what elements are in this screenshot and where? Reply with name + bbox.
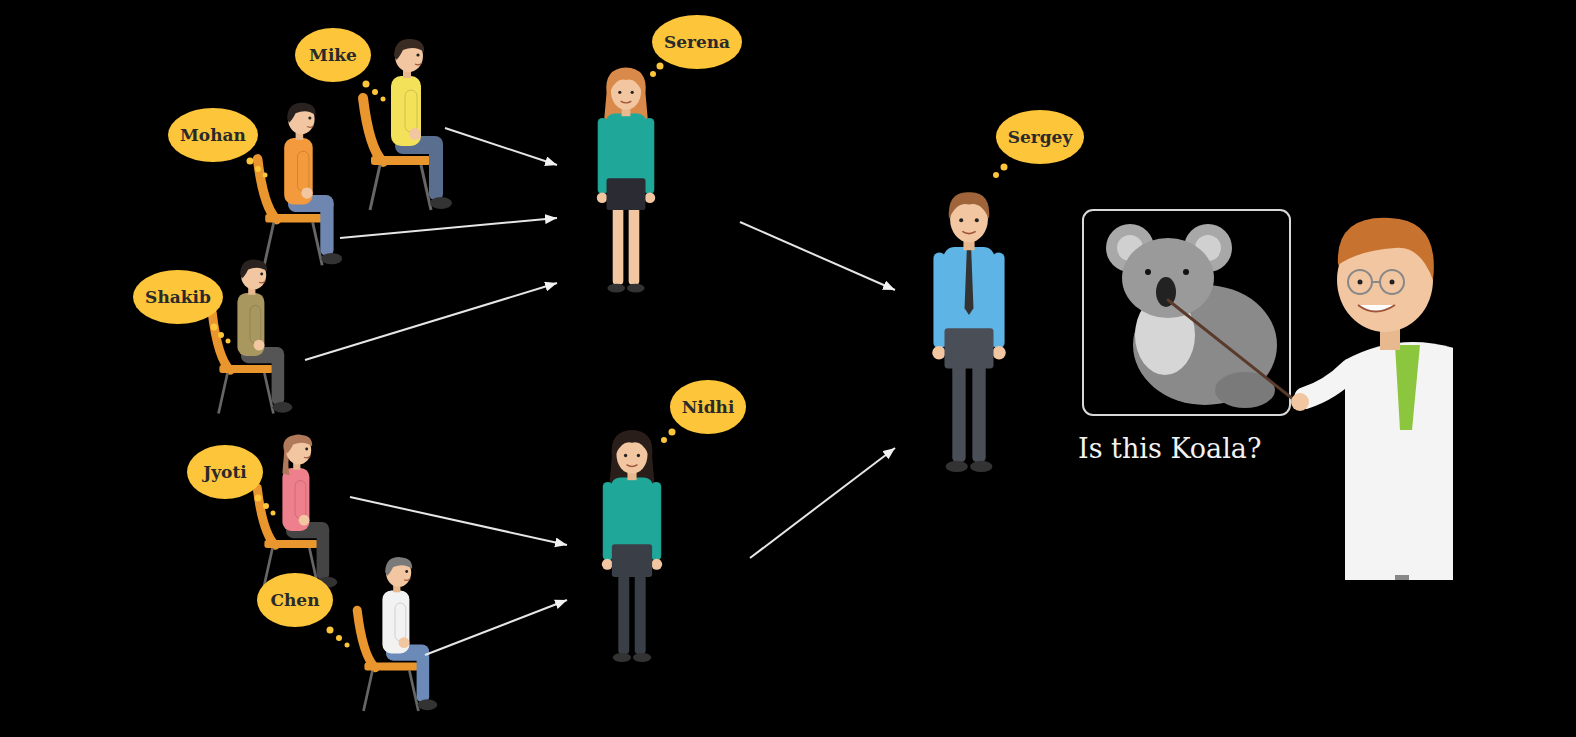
arrow-connector: [750, 448, 895, 558]
person-name: Nidhi: [682, 397, 735, 417]
person-node: Shakib: [138, 268, 305, 423]
arrow-connector: [340, 218, 557, 238]
person-name: Mohan: [180, 125, 246, 145]
person-node: Chen: [255, 570, 425, 715]
name-bubble: Nidhi: [670, 380, 747, 434]
arrow-connector: [445, 128, 557, 165]
arrow-connector: [740, 222, 895, 290]
person-node: Sergey: [895, 108, 1080, 483]
name-bubble: Shakib: [133, 270, 223, 324]
person-node: Mike: [295, 22, 445, 217]
person-name: Shakib: [145, 287, 211, 307]
person-node: Nidhi: [567, 378, 750, 668]
person-node: Serena: [557, 12, 740, 307]
arrow-connector: [305, 283, 557, 360]
arrow-connector: [425, 600, 567, 655]
person-node: Mohan: [172, 105, 340, 275]
name-bubble: Sergey: [996, 110, 1085, 164]
name-bubble: Serena: [652, 15, 742, 69]
name-bubble: Mike: [295, 28, 371, 82]
person-name: Chen: [270, 590, 319, 610]
person-name: Serena: [664, 32, 730, 52]
person-name: Mike: [309, 45, 357, 65]
caption-label: Is this Koala?: [1078, 433, 1261, 464]
name-bubble: Mohan: [168, 108, 258, 162]
name-bubble: Chen: [257, 573, 333, 627]
person-name: Jyoti: [203, 462, 247, 482]
person-name: Sergey: [1008, 127, 1073, 147]
name-bubble: Jyoti: [187, 445, 263, 499]
arrow-connector: [350, 497, 567, 545]
person-node: Jyoti: [185, 442, 350, 597]
